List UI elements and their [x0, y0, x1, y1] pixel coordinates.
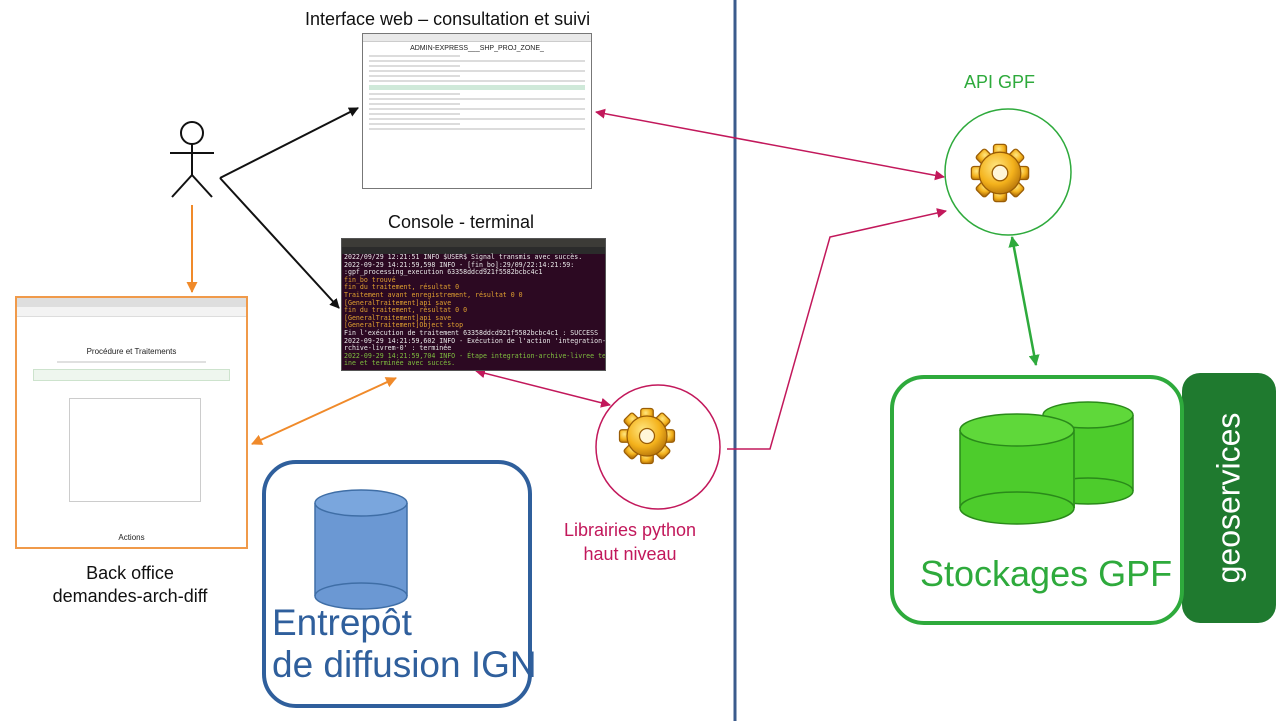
web-interface-screenshot: ADMIN-EXPRESS___SHP_PROJ_ZONE_ — [362, 33, 592, 189]
entrepot-database-cylinder-icon — [314, 489, 408, 610]
library-gear-icon — [618, 407, 676, 465]
console-titlebar — [342, 239, 605, 247]
stockages-cylinder-front-icon — [959, 413, 1075, 525]
console-line: 2022-09-29 14:21:59,704 INFO - Étape int… — [344, 351, 606, 360]
backoffice-title: Back office demandes-arch-diff — [30, 562, 230, 608]
stockages-database-cylinders-icon — [959, 401, 1134, 525]
console-line: Fin l'exécution de traitement 63358ddcd9… — [344, 328, 599, 337]
api-gear-icon — [970, 143, 1030, 203]
library-label: Librairies python haut niveau — [540, 518, 720, 566]
web-interface-title: Interface web – consultation et suivi — [305, 9, 591, 29]
library-label-line1: Librairies python — [563, 520, 697, 540]
arrow-web-api — [595, 108, 945, 181]
console-line: 2022-09-29 14:21:59,602 INFO - Exécution… — [344, 336, 606, 345]
arrow-actor-to-console — [219, 177, 340, 309]
console-title: Console - terminal — [388, 212, 535, 232]
entrepot-box — [262, 460, 532, 708]
console-line: 2022-09-29 14:21:59,598 INFO - [fin_bo]:… — [344, 260, 575, 269]
console-line: rchive-livrem-0' : terminée — [344, 344, 452, 353]
arrow-library-api — [727, 208, 947, 450]
console-line: [GeneralTraitement]api save — [344, 298, 452, 307]
bo-tabbar — [17, 298, 246, 307]
web-screenshot-navbar — [363, 34, 591, 42]
console-line: [GeneralTraitement]Object stop — [344, 321, 464, 330]
console-screenshot: 2022/09/29 12:21:51 INFO $USER$ Signal t… — [341, 238, 606, 371]
entrepot-label-line1: Entrepôt — [272, 602, 412, 643]
bo-heading: Procédure et Traitements — [86, 347, 177, 356]
arrow-backoffice-library — [251, 377, 397, 445]
geoservices-box: geoservices — [1182, 373, 1276, 623]
console-line: :gpf_processing_execution 63358ddcd921f5… — [344, 268, 543, 277]
geoservices-label: geoservices — [1210, 412, 1247, 584]
library-label-line2: haut niveau — [583, 544, 677, 564]
bo-footer: Actions — [118, 533, 145, 542]
bo-urlbar — [17, 307, 246, 317]
bo-table — [69, 398, 201, 502]
stockages-label: Stockages GPF — [920, 553, 1173, 594]
console-line: 2022/09/29 12:21:51 INFO $USER$ Signal t… — [344, 253, 583, 261]
entrepot-label: Entrepôt de diffusion IGN — [272, 602, 537, 686]
api-label: API GPF — [964, 72, 1036, 92]
arrow-api-stockages — [1008, 236, 1040, 366]
console-output: 2022/09/29 12:21:51 INFO $USER$ Signal t… — [342, 253, 606, 368]
arrow-actor-to-web — [219, 107, 359, 179]
console-line: Traitement avant enregistrement, résulta… — [344, 290, 523, 299]
console-line: fin_bo trouvé — [344, 275, 396, 284]
backoffice-title-line1: Back office — [86, 563, 174, 583]
arrow-console-library — [475, 368, 611, 408]
backoffice-title-line2: demandes-arch-diff — [52, 586, 208, 606]
entrepot-label-line2: de diffusion IGN — [272, 644, 537, 685]
console-line: ine et terminée avec succès. — [344, 359, 456, 368]
actor-icon — [170, 121, 214, 198]
console-line: [GeneralTraitement]api save — [344, 313, 452, 322]
web-screenshot-title: ADMIN-EXPRESS___SHP_PROJ_ZONE_ — [410, 45, 544, 52]
console-menubar — [342, 247, 605, 254]
backoffice-screenshot: Procédure et Traitements Actions — [15, 296, 248, 549]
console-line: fin du traitement, résultat 0 — [344, 283, 460, 292]
console-line: fin du traitement, résultat 0 0 — [344, 306, 468, 315]
